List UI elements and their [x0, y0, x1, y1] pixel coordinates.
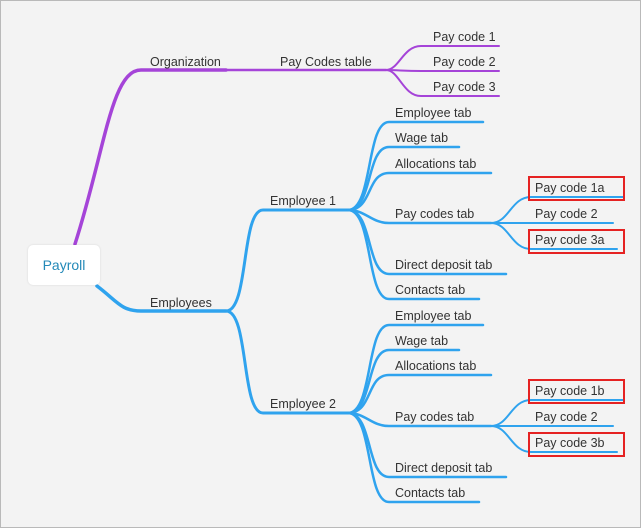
highlight-box-pay-code-1a	[528, 176, 625, 201]
employee-2-wage-tab-node[interactable]: Wage tab	[395, 334, 449, 348]
employee-1-contacts-tab-node[interactable]: Contacts tab	[395, 283, 466, 297]
employee-2-pay-code-2-node[interactable]: Pay code 2	[535, 410, 598, 424]
employee-1-to-allocations-tab-line	[346, 171, 493, 212]
employees-node[interactable]: Employees	[150, 296, 212, 310]
pay-codes-table-node[interactable]: Pay Codes table	[280, 55, 372, 69]
employee-2-direct-deposit-tab-node[interactable]: Direct deposit tab	[395, 461, 493, 475]
employee-2-to-allocations-tab-line	[346, 373, 493, 415]
employee-1-employee-tab-node[interactable]: Employee tab	[395, 106, 472, 120]
pay-code-3-node[interactable]: Pay code 3	[433, 80, 496, 94]
payroll-to-employees-line	[95, 284, 228, 313]
employee-2-to-contacts-tab-line	[346, 411, 481, 504]
employee-2-pay-code-1b-node[interactable]: Pay code 1b	[535, 384, 605, 398]
pay-code-2-node[interactable]: Pay code 2	[433, 55, 496, 69]
highlight-box-pay-code-3b	[528, 432, 625, 457]
employee-2-allocations-tab-node[interactable]: Allocations tab	[395, 359, 477, 373]
employees-branch-lines	[95, 120, 624, 504]
pay-codes-table-to-pay-code-2-line	[385, 69, 500, 72]
employee-1-pay-codes-to-3a-line	[490, 222, 618, 250]
highlight-boxes	[528, 176, 625, 457]
employee-1-to-contacts-tab-line	[346, 208, 481, 301]
employee-1-pay-code-3a-node[interactable]: Pay code 3a	[535, 233, 605, 247]
employee-2-pay-code-3b-node[interactable]: Pay code 3b	[535, 436, 605, 450]
employee-2-pay-codes-to-3b-line	[490, 425, 618, 453]
payroll-to-organization-line	[73, 68, 228, 246]
employees-to-employee-1-line	[224, 208, 350, 313]
highlight-box-pay-code-1b	[528, 379, 625, 404]
highlight-box-pay-code-3a	[528, 229, 625, 254]
pay-codes-table-to-pay-code-3-line	[385, 69, 500, 97]
employees-to-employee-2-line	[224, 309, 350, 415]
employee-1-direct-deposit-tab-node[interactable]: Direct deposit tab	[395, 258, 493, 272]
employee-2-employee-tab-node[interactable]: Employee tab	[395, 309, 472, 323]
employee-2-pay-codes-tab-node[interactable]: Pay codes tab	[395, 410, 475, 424]
employee-1-pay-code-1a-node[interactable]: Pay code 1a	[535, 181, 605, 195]
employee-1-pay-code-2-node[interactable]: Pay code 2	[535, 207, 598, 221]
root-node-label: Payroll	[42, 257, 86, 273]
employee-2-node[interactable]: Employee 2	[270, 397, 337, 411]
organization-branch-lines	[73, 45, 500, 246]
pay-code-1-node[interactable]: Pay code 1	[433, 30, 496, 44]
employee-1-node[interactable]: Employee 1	[270, 194, 337, 208]
employee-1-wage-tab-node[interactable]: Wage tab	[395, 131, 449, 145]
root-node-payroll[interactable]: Payroll	[28, 245, 100, 285]
employee-1-pay-codes-tab-node[interactable]: Pay codes tab	[395, 207, 475, 221]
employee-1-allocations-tab-node[interactable]: Allocations tab	[395, 157, 477, 171]
organization-node[interactable]: Organization	[150, 55, 221, 69]
employee-2-contacts-tab-node[interactable]: Contacts tab	[395, 486, 466, 500]
